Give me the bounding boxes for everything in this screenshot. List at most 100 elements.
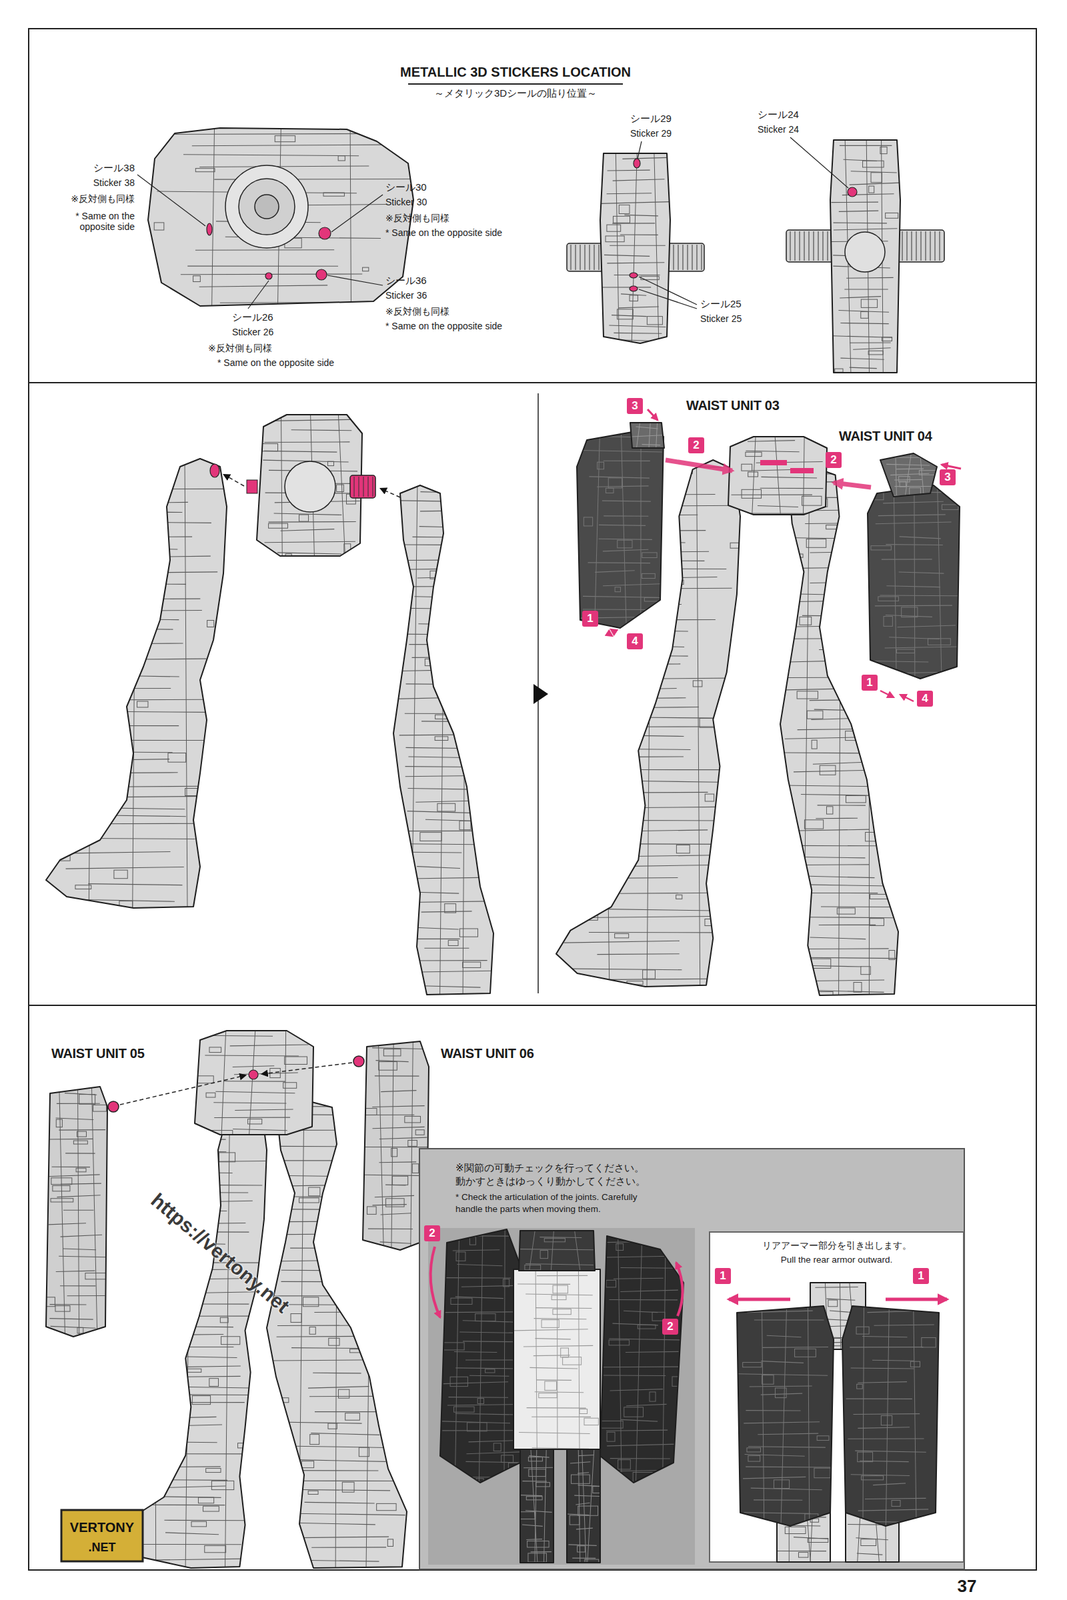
panel-line [65, 1153, 95, 1154]
part-outline [830, 140, 901, 373]
note-text-en: Pull the rear armor outward. [718, 1254, 955, 1267]
panel-line [904, 453, 911, 497]
panel-line [462, 1341, 521, 1343]
panel-line [466, 1452, 521, 1455]
panel-detail [814, 1468, 831, 1479]
panel-line [292, 1523, 376, 1526]
panel-divider [28, 382, 1037, 384]
panel-line [535, 1269, 537, 1450]
panel-line [88, 458, 93, 909]
logo-box [61, 1510, 143, 1562]
panel-detail [442, 1343, 465, 1351]
panel-line [92, 1087, 98, 1338]
panel-line [745, 450, 799, 453]
panel-line [810, 718, 867, 721]
panel-line [421, 911, 473, 913]
panel-line [757, 1433, 819, 1436]
panel-detail [641, 573, 655, 579]
panel-line [391, 1041, 394, 1251]
panel-line [461, 1285, 517, 1288]
panel-detail [56, 1119, 63, 1128]
panel-line [600, 202, 670, 205]
leader-line [248, 280, 269, 309]
panel-line [857, 1382, 907, 1384]
panel-detail [560, 1348, 569, 1358]
panel-line [378, 1041, 384, 1251]
panel-line [60, 1285, 96, 1287]
panel-detail [195, 168, 215, 173]
panel-detail [622, 750, 636, 759]
panel-line [142, 1417, 217, 1419]
panel-detail [185, 788, 203, 797]
panel-line [96, 772, 178, 774]
panel-line [618, 306, 659, 309]
panel-line [380, 1242, 412, 1244]
panel-line [809, 699, 888, 701]
panel-detail [853, 982, 862, 993]
round-detail [844, 232, 885, 273]
panel-line [857, 1427, 910, 1430]
panel-detail [614, 933, 629, 938]
panel-detail [868, 350, 883, 355]
panel-detail [420, 832, 442, 842]
panel-line [148, 133, 373, 135]
panel-detail [527, 1541, 549, 1548]
panel-line [468, 1440, 519, 1442]
panel-line [849, 182, 901, 185]
panel-line [564, 940, 680, 943]
sticker-label: シール36 [385, 274, 427, 287]
panel-line [762, 1347, 829, 1349]
panel-detail [209, 1047, 222, 1053]
panel-line [814, 709, 891, 712]
panel-line [147, 1425, 223, 1428]
panel-line [618, 1236, 622, 1484]
panel-line [847, 1524, 881, 1526]
part-fill [393, 485, 494, 995]
panel-line [872, 1360, 915, 1362]
panel-line [66, 866, 185, 869]
part-name: WAIST UNIT 06 [440, 1046, 534, 1062]
panel-detail [58, 480, 80, 489]
part-fill [736, 1306, 834, 1527]
part-name: WAIST UNIT 04 [838, 428, 932, 445]
waist-part-front [600, 153, 671, 344]
panel-line [631, 435, 663, 437]
panel-line [582, 1449, 587, 1564]
panel-detail [358, 1283, 374, 1292]
sticker-label: ※反対側も同様 [70, 193, 135, 205]
panel-line [570, 1462, 591, 1464]
panel-line [783, 752, 889, 754]
panel-detail [526, 1497, 543, 1501]
panel-line [849, 1347, 923, 1348]
panel-detail [336, 484, 345, 493]
panel-line [519, 1249, 595, 1251]
panel-line [225, 1100, 231, 1569]
panel-lines [566, 1449, 601, 1567]
panel-line [838, 466, 842, 996]
panel-line [394, 697, 471, 700]
panel-line [742, 1477, 806, 1479]
panel-detail [704, 794, 714, 802]
panel-line [875, 522, 952, 525]
panel-detail [268, 523, 289, 529]
step-arrow [533, 684, 549, 705]
panel-detail [211, 1481, 234, 1490]
sticker-label: Sticker 38 [93, 177, 135, 189]
assembly-arrow [224, 474, 245, 487]
panel-line [827, 1325, 849, 1328]
panel-detail [202, 1506, 219, 1512]
panel-line [364, 1175, 427, 1176]
right-leg [393, 485, 494, 995]
panel-detail [520, 1512, 535, 1520]
insert-arrow [665, 460, 733, 471]
ridge [354, 476, 355, 497]
panel-line [77, 699, 212, 701]
panel-line [737, 1374, 828, 1377]
panel-line [760, 1361, 804, 1364]
panel-detail [629, 295, 638, 302]
panel-detail [308, 1187, 321, 1197]
ridge [701, 244, 703, 271]
panel-line [149, 1347, 234, 1348]
panel-detail [910, 1361, 920, 1368]
ridge [902, 231, 903, 261]
